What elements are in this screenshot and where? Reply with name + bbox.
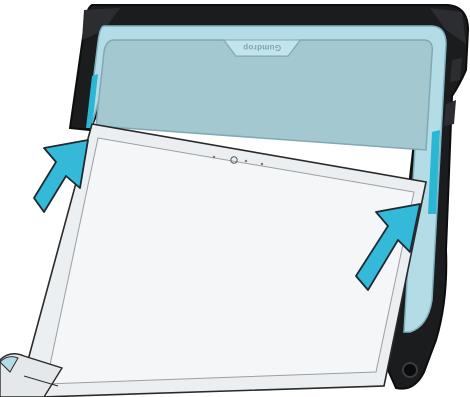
sensor-dot-left	[213, 156, 215, 158]
brand-logo: Gumdrop	[243, 43, 281, 52]
sensor-dot-right-1	[245, 160, 247, 162]
sensor-dot-right-2	[261, 163, 263, 165]
case-strap-hole	[403, 363, 417, 377]
